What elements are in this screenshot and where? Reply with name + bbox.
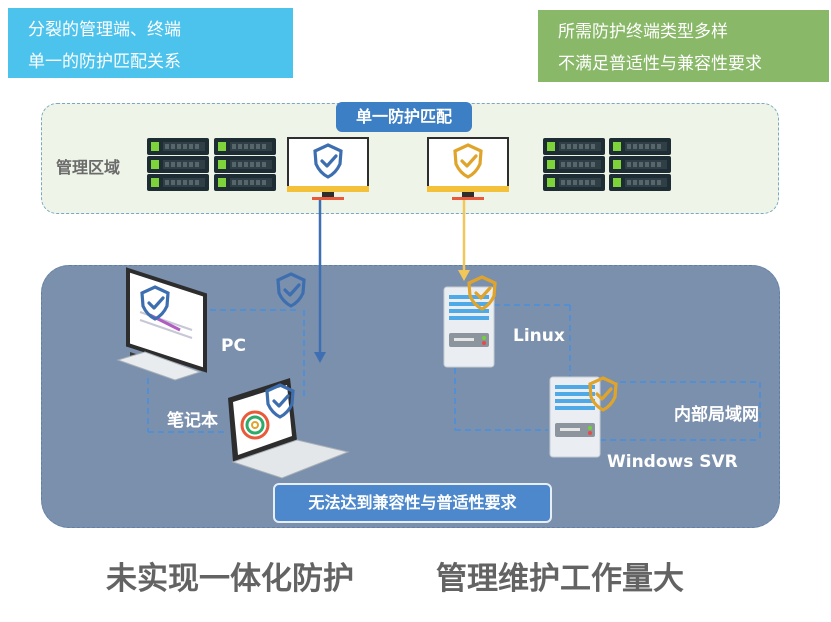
blue-arrow-head	[314, 352, 326, 363]
top-left-callout: 分裂的管理端、终端 单一的防护匹配关系	[8, 8, 293, 78]
pc-label: PC	[221, 336, 246, 356]
single-match-badge: 单一防护匹配	[336, 102, 472, 132]
top-right-line1: 所需防护终端类型多样	[558, 22, 728, 42]
server-rack-icon	[147, 138, 209, 191]
pc-shield-icon	[276, 272, 306, 308]
management-zone-label: 管理区域	[56, 158, 121, 177]
gold-console-monitor-icon	[427, 137, 509, 200]
windows-server-icon	[549, 376, 618, 458]
top-right-line2: 不满足普适性与兼容性要求	[558, 54, 762, 74]
server-rack-icon	[609, 138, 671, 191]
server-rack-icon	[214, 138, 276, 191]
network-links	[147, 304, 761, 441]
linux-server-icon	[443, 275, 497, 368]
windows-svr-label: Windows SVR	[607, 452, 738, 472]
footer-left-text: 未实现一体化防护	[106, 561, 354, 597]
linux-label: Linux	[513, 326, 565, 346]
laptop-label: 笔记本	[167, 411, 218, 431]
footer-right-text: 管理维护工作量大	[436, 561, 684, 597]
laptop-icon	[228, 378, 350, 479]
top-left-line2: 单一的防护匹配关系	[28, 52, 181, 72]
gold-arrow-head	[458, 270, 470, 281]
top-left-line1: 分裂的管理端、终端	[28, 20, 181, 40]
blue-console-monitor-icon	[287, 137, 369, 200]
pc-icon	[116, 267, 207, 381]
server-rack-icon	[543, 138, 605, 191]
lan-label: 内部局域网	[674, 405, 759, 425]
compatibility-fail-badge: 无法达到兼容性与普适性要求	[273, 483, 552, 523]
top-right-callout: 所需防护终端类型多样 不满足普适性与兼容性要求	[538, 10, 829, 82]
